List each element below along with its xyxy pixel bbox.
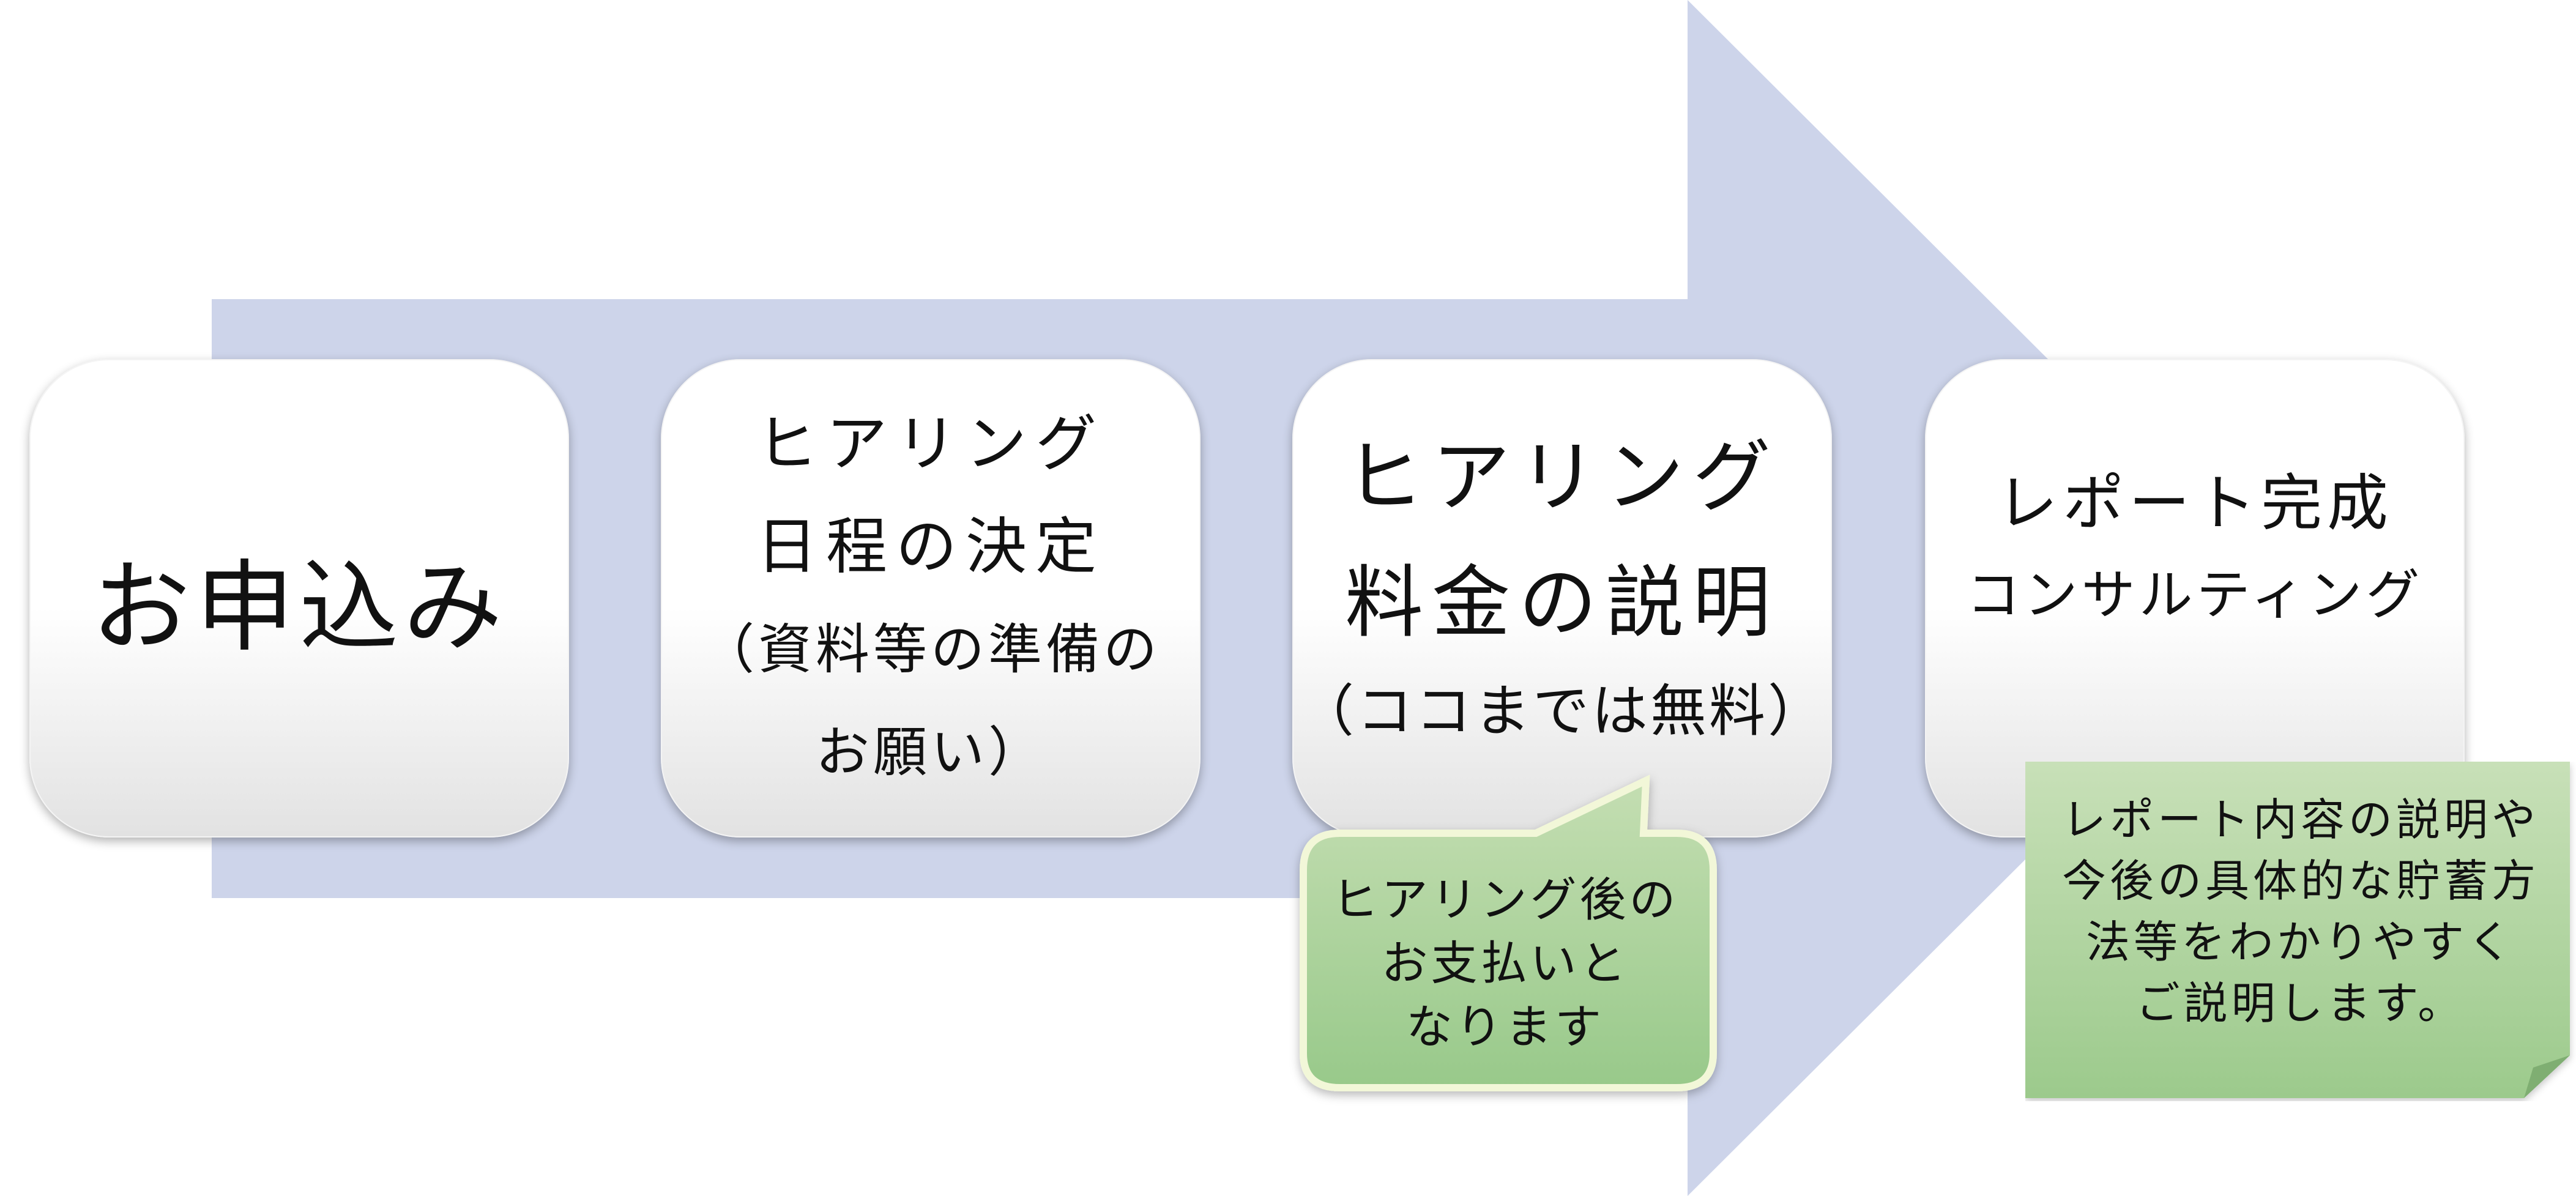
- step-box-hearing-schedule: ヒアリング 日程の決定 （資料等の準備の お願い）: [661, 359, 1201, 838]
- step-title-line-2: 料金の説明: [1344, 557, 1779, 648]
- step-box-hearing-fee: ヒアリング 料金の説明 （ココまでは無料）: [1292, 359, 1832, 838]
- note-line-4: ご説明します。: [2135, 978, 2466, 1029]
- note-line-1: レポート内容の説明や: [2061, 794, 2539, 845]
- step-title-line-1: ヒアリング: [756, 408, 1105, 480]
- step-note-line-2: お願い）: [815, 721, 1046, 784]
- payment-callout-text: ヒアリング後の お支払いと なります: [1303, 847, 1707, 1080]
- callout-line-1: ヒアリング後の: [1331, 872, 1679, 927]
- note-line-3: 法等をわかりやすく: [2085, 916, 2515, 968]
- step-note-line: （ココまでは無料）: [1297, 678, 1826, 744]
- callout-line-3: なります: [1406, 1000, 1604, 1054]
- sticky-note-text: レポート内容の説明や 今後の具体的な貯蓄方 法等をわかりやすく ご説明します。: [2025, 771, 2576, 1052]
- sticky-note-body: [2025, 762, 2570, 1098]
- sticky-note: [2025, 762, 2570, 1098]
- step-box-application: お申込み: [29, 359, 569, 838]
- step-title-line-1: ヒアリング: [1344, 432, 1779, 523]
- callout-line-2: お支払いと: [1381, 936, 1629, 990]
- step-note-line-1: （資料等の準備の: [700, 618, 1161, 681]
- step-content: ヒアリング 料金の説明 （ココまでは無料）: [1298, 415, 1826, 757]
- sticky-note-fold: [2524, 1055, 2570, 1098]
- step-content: お申込み: [91, 527, 507, 670]
- note-line-2: 今後の具体的な貯蓄方: [2061, 855, 2539, 907]
- step-content: レポート完成 コンサルティング: [1967, 458, 2424, 641]
- step-title: お申込み: [91, 550, 507, 666]
- step-title-line-2: コンサルティング: [1966, 563, 2424, 626]
- step-title-line-1: レポート完成: [1996, 467, 2393, 539]
- step-content: ヒアリング 日程の決定 （資料等の準備の お願い）: [701, 393, 1161, 804]
- step-box-report-consulting: レポート完成 コンサルティング: [1925, 359, 2465, 838]
- step-title-line-2: 日程の決定: [756, 511, 1105, 582]
